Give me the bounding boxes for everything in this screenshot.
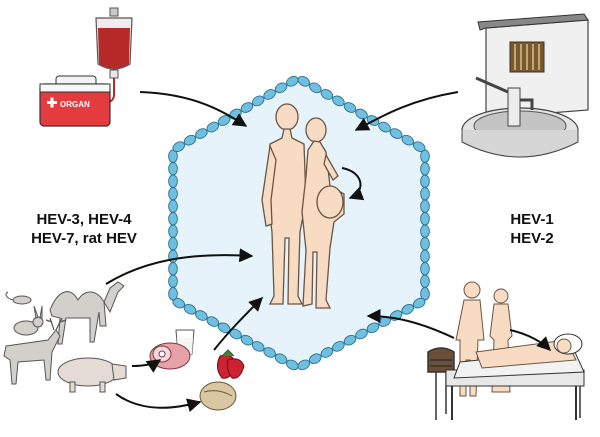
membrane-bead bbox=[240, 334, 254, 346]
membrane-bead bbox=[263, 89, 276, 100]
membrane-bead bbox=[183, 134, 197, 146]
patient-bed-icon bbox=[427, 281, 585, 420]
arrow-blood-to-human bbox=[139, 91, 248, 127]
membrane-bead bbox=[240, 102, 254, 113]
label-hev-2: HEV-2 bbox=[510, 230, 553, 247]
membrane-bead bbox=[366, 322, 380, 334]
membrane-bead bbox=[389, 128, 403, 139]
membrane-bead bbox=[420, 249, 430, 263]
membrane-bead bbox=[420, 162, 430, 176]
rat bbox=[5, 291, 32, 305]
membrane-bead bbox=[378, 121, 391, 133]
membrane-bead bbox=[355, 108, 368, 120]
water-pump-icon bbox=[461, 13, 589, 158]
deer bbox=[3, 317, 67, 385]
membrane-bead bbox=[343, 334, 357, 346]
membrane-bead bbox=[420, 149, 430, 163]
vertical-transmission-arrow bbox=[341, 167, 365, 201]
arrow-food-to-human bbox=[213, 297, 263, 351]
arrow-water-to-human bbox=[354, 91, 459, 131]
membrane-bead bbox=[420, 187, 430, 201]
membrane-bead bbox=[168, 174, 178, 188]
ham bbox=[149, 342, 191, 370]
membrane-bead bbox=[195, 310, 208, 321]
membrane-bead bbox=[332, 341, 345, 352]
membrane-bead bbox=[320, 89, 334, 100]
membrane-bead bbox=[251, 95, 265, 107]
label-hev-7-rat-hev: HEV-7, rat HEV bbox=[31, 230, 137, 247]
arrow-visitors-to-patient bbox=[509, 329, 551, 351]
membrane-bead bbox=[286, 75, 299, 87]
membrane-bead bbox=[168, 212, 178, 226]
membrane-bead bbox=[168, 187, 178, 201]
membrane-bead bbox=[309, 353, 322, 365]
membrane-bead bbox=[168, 237, 178, 251]
organ-cooler-icon: ORGAN bbox=[39, 75, 111, 127]
membrane-bead bbox=[206, 316, 220, 327]
animals-icon bbox=[3, 281, 127, 393]
membrane-bead bbox=[297, 75, 311, 87]
membrane-bead bbox=[401, 134, 414, 146]
membrane-bead bbox=[420, 237, 430, 251]
man-figure bbox=[261, 103, 307, 305]
membrane-bead bbox=[168, 162, 178, 176]
human-couple-icon bbox=[261, 103, 345, 309]
woman-figure bbox=[301, 117, 345, 309]
membrane-bead bbox=[251, 341, 265, 352]
membrane-bead bbox=[168, 199, 178, 213]
membrane-bead bbox=[420, 274, 430, 288]
shellfish bbox=[199, 381, 237, 411]
membrane-bead bbox=[286, 359, 299, 371]
cooler-label: ORGAN bbox=[60, 100, 90, 109]
membrane-bead bbox=[274, 353, 288, 365]
membrane-bead bbox=[172, 141, 185, 153]
arrow-animals-to-shellfish bbox=[115, 393, 202, 413]
arrow-animals-to-food bbox=[131, 359, 162, 373]
genotype-labels-left: HEV-3, HEV-4 HEV-7, rat HEV bbox=[31, 211, 137, 247]
membrane-bead bbox=[183, 303, 197, 315]
rabbit bbox=[13, 305, 44, 336]
membrane-bead bbox=[206, 121, 220, 133]
membrane-beads bbox=[168, 75, 430, 371]
membrane-bead bbox=[320, 347, 334, 358]
membrane-bead bbox=[332, 95, 345, 107]
strawberries bbox=[216, 349, 245, 379]
membrane-bead bbox=[168, 274, 178, 288]
label-hev-1: HEV-1 bbox=[510, 211, 553, 228]
pig bbox=[57, 357, 127, 393]
arrow-patient-to-human bbox=[366, 309, 455, 339]
camel bbox=[49, 281, 125, 345]
membrane-bead bbox=[195, 128, 208, 139]
membrane-bead bbox=[297, 359, 311, 371]
membrane-bead bbox=[343, 102, 357, 113]
membrane-bead bbox=[168, 262, 178, 276]
membrane-bead bbox=[355, 328, 368, 340]
membrane-bead bbox=[274, 82, 288, 94]
membrane-bead bbox=[420, 224, 430, 238]
membrane-bead bbox=[420, 212, 430, 226]
membrane-bead bbox=[420, 262, 430, 276]
membrane-bead bbox=[168, 224, 178, 238]
label-hev-3-hev-4: HEV-3, HEV-4 bbox=[36, 211, 132, 228]
blood-bag-icon bbox=[95, 7, 133, 109]
membrane-bead bbox=[309, 82, 322, 94]
membrane-bead bbox=[412, 297, 426, 309]
food-icon bbox=[149, 329, 245, 411]
genotype-labels-right: HEV-1 HEV-2 bbox=[510, 211, 553, 247]
membrane-bead bbox=[217, 115, 231, 126]
arrow-animals-to-human bbox=[105, 248, 254, 285]
membrane-bead bbox=[168, 287, 178, 301]
transmission-arrows bbox=[105, 91, 551, 413]
membrane-bead bbox=[420, 174, 430, 188]
membrane-bead bbox=[263, 347, 276, 358]
membrane-bead bbox=[401, 303, 414, 315]
membrane-bead bbox=[420, 199, 430, 213]
